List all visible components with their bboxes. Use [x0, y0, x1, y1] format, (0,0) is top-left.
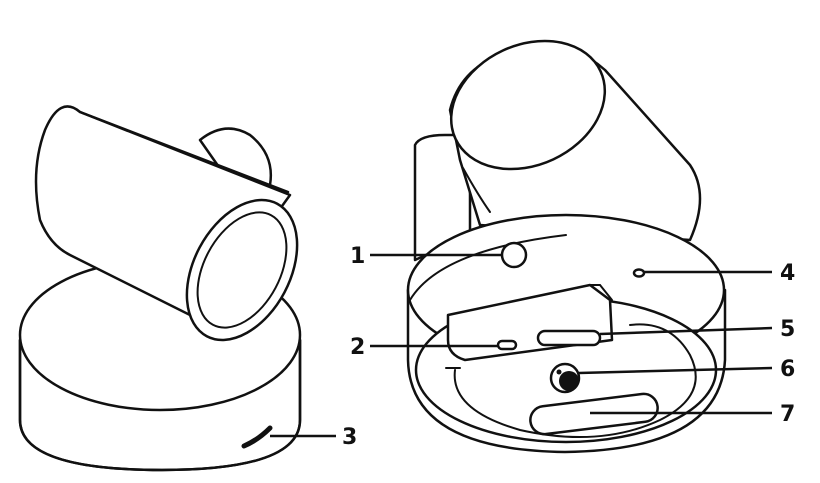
small-port [498, 341, 516, 349]
main-port [538, 331, 600, 345]
callout-6: 6 [780, 357, 795, 382]
callout-1: 1 [350, 244, 365, 269]
callout-4: 4 [780, 261, 795, 286]
pinhole [634, 270, 644, 277]
left-camera [20, 106, 320, 470]
right-camera-base [408, 215, 725, 452]
top-button [502, 243, 526, 267]
right-camera [408, 17, 725, 452]
callout-3: 3 [342, 425, 357, 450]
callout-5: 5 [780, 317, 795, 342]
tripod-mount-hole [559, 371, 579, 391]
callout-2: 2 [350, 335, 365, 360]
callout-7: 7 [780, 402, 795, 427]
